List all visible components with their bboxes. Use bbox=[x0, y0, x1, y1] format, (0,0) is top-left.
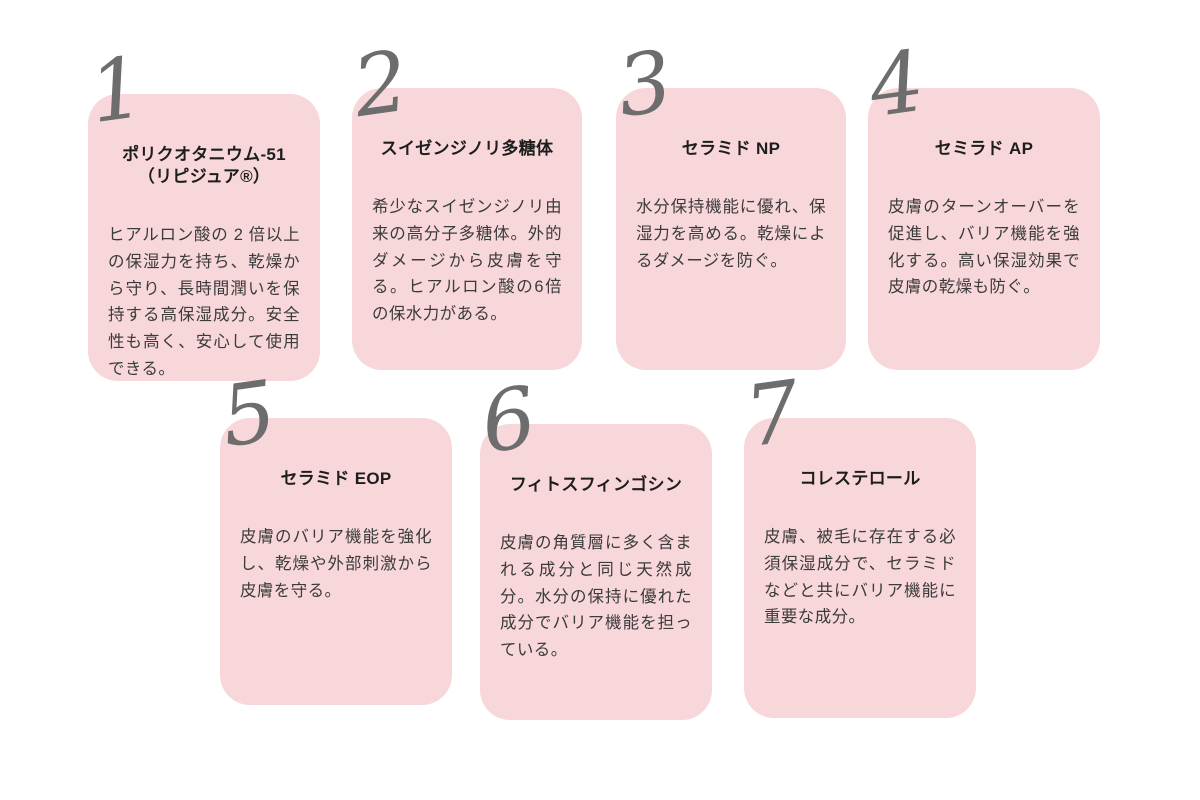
card-number: 6 bbox=[475, 367, 543, 473]
card-body: 皮膚、被毛に存在する必須保湿成分で、セラミドなどと共にバリア機能に重要な成分。 bbox=[764, 528, 956, 627]
card-body: 皮膚のターンオーバーを促進し、バリア機能を強化する。高い保湿効果で皮膚の乾燥も防… bbox=[888, 198, 1080, 297]
ingredient-card: 3 セラミド NP 水分保持機能に優れ、保湿力を高める。乾燥によるダメージを防ぐ… bbox=[611, 32, 846, 370]
card-title: コレステロール bbox=[764, 468, 956, 490]
card-title: セラミド NP bbox=[636, 138, 826, 160]
card-number: 2 bbox=[347, 31, 415, 137]
card-title-line1: セラミド EOP bbox=[280, 469, 392, 488]
card-title-line1: スイゼンジノリ多糖体 bbox=[380, 139, 554, 158]
card-body: 皮膚の角質層に多く含まれる成分と同じ天然成分。水分の保持に優れた成分でバリア機能… bbox=[500, 534, 692, 659]
card-number: 4 bbox=[863, 31, 931, 137]
ingredient-card: 5 セラミド EOP 皮膚のバリア機能を強化し、乾燥や外部刺激から皮膚を守る。 bbox=[215, 362, 452, 705]
card-title-line1: フィトスフィンゴシン bbox=[509, 475, 683, 494]
card-body: 皮膚のバリア機能を強化し、乾燥や外部刺激から皮膚を守る。 bbox=[240, 528, 432, 600]
card-number: 7 bbox=[739, 361, 807, 467]
card-title-line1: ポリクオタニウム-51 bbox=[122, 145, 286, 164]
card-body: ヒアルロン酸の 2 倍以上の保湿力を持ち、乾燥から守り、長時間潤いを保持する高保… bbox=[108, 226, 300, 378]
card-title: セラミド EOP bbox=[240, 468, 432, 490]
ingredient-card: 2 スイゼンジノリ多糖体 希少なスイゼンジノリ由来の高分子多糖体。外的ダメージか… bbox=[347, 32, 582, 370]
card-number: 3 bbox=[611, 31, 679, 137]
card-body: 水分保持機能に優れ、保湿力を高める。乾燥によるダメージを防ぐ。 bbox=[636, 198, 826, 270]
card-title: ポリクオタニウム-51 （リピジュア®） bbox=[108, 144, 300, 188]
card-body: 希少なスイゼンジノリ由来の高分子多糖体。外的ダメージから皮膚を守る。ヒアルロン酸… bbox=[372, 198, 562, 323]
card-title-line2: （リピジュア®） bbox=[137, 167, 271, 187]
card-title: フィトスフィンゴシン bbox=[500, 474, 692, 496]
card-title: スイゼンジノリ多糖体 bbox=[372, 138, 562, 160]
ingredient-card: 7 コレステロール 皮膚、被毛に存在する必須保湿成分で、セラミドなどと共にバリア… bbox=[739, 362, 976, 718]
card-title: セミラド AP bbox=[888, 138, 1080, 160]
card-title-line1: セラミド NP bbox=[681, 139, 781, 158]
card-title-line1: セミラド AP bbox=[934, 139, 1034, 158]
ingredient-card: 4 セミラド AP 皮膚のターンオーバーを促進し、バリア機能を強化する。高い保湿… bbox=[863, 32, 1100, 370]
ingredient-card: 1 ポリクオタニウム-51 （リピジュア®） ヒアルロン酸の 2 倍以上の保湿力… bbox=[83, 38, 320, 381]
card-number: 1 bbox=[83, 37, 151, 143]
card-title-line1: コレステロール bbox=[799, 469, 921, 488]
ingredient-card: 6 フィトスフィンゴシン 皮膚の角質層に多く含まれる成分と同じ天然成分。水分の保… bbox=[475, 368, 712, 720]
